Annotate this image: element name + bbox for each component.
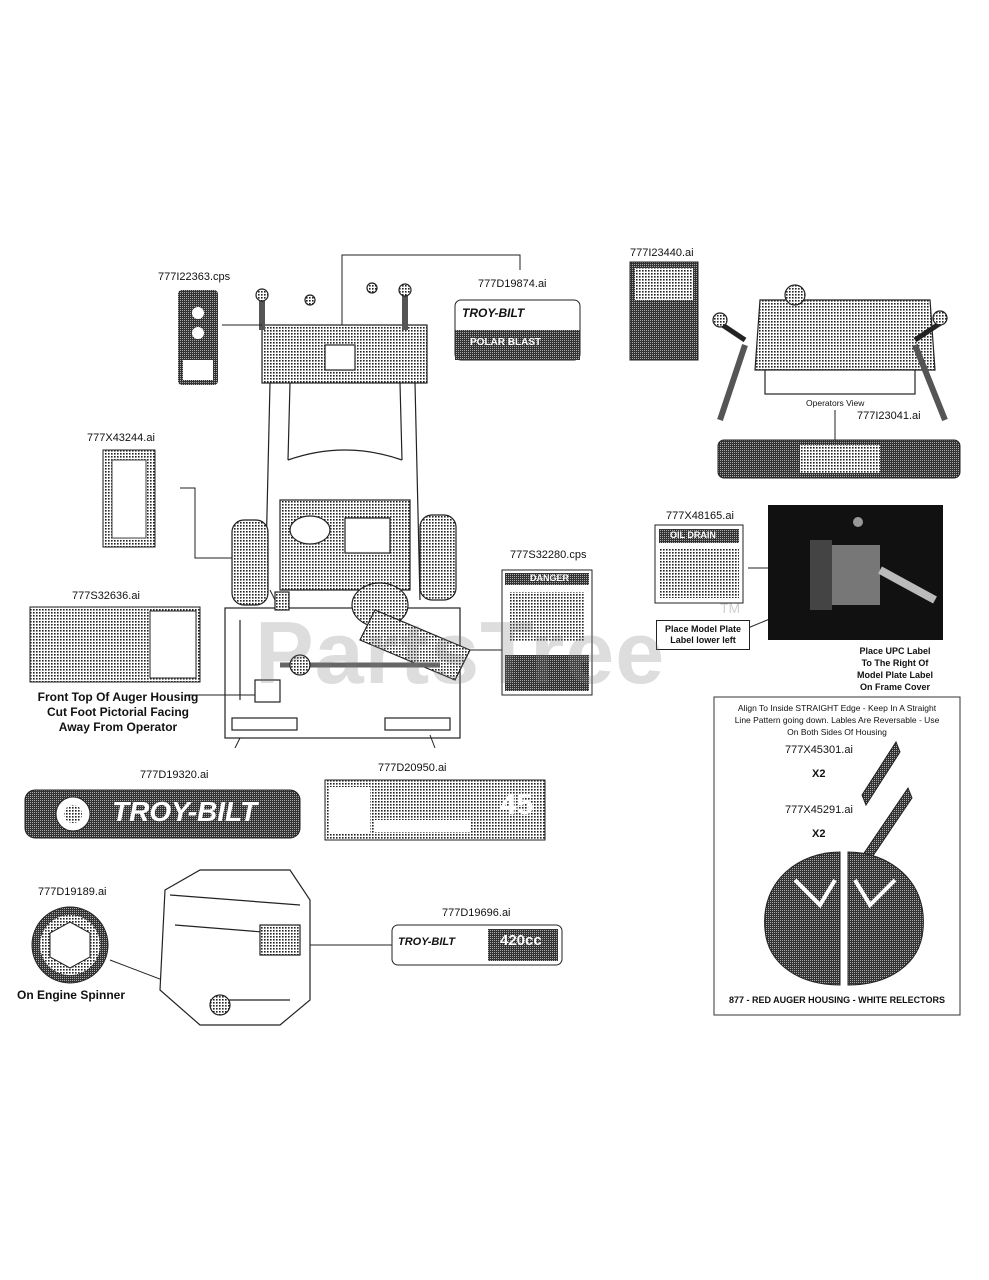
decal-777D20950 [324,779,546,841]
decal-777D19189 [31,906,109,984]
model-plate-line-1: Place Model Plate [664,624,742,634]
auger-note-line-1: Front Top Of Auger Housing [37,690,199,704]
engine-brand-text: TROY-BILT [398,936,456,948]
model-plate-note: Place Model Plate Label lower left [656,620,750,650]
danger-text: DANGER [530,573,570,583]
upc-note: Place UPC Label To The Right Of Model Pl… [840,645,950,693]
upc-line-1: Place UPC Label [859,646,931,656]
oil-drain-photo [768,505,943,640]
upc-line-4: On Frame Cover [859,682,931,692]
watermark: PartsTree [255,603,666,702]
decal-777S32636 [29,606,201,683]
part-label-777I23041: 777I23041.ai [857,410,921,422]
part-label-777I23440: 777I23440.ai [630,247,694,259]
trademark-mark: TM [720,600,741,616]
decal-777S32280 [501,569,593,696]
operators-view-label: Operators View [806,398,865,408]
decal-777D19320 [24,789,301,839]
part-label-777D19696: 777D19696.ai [442,907,511,919]
model-plate-line-2: Label lower left [670,635,736,645]
decal-777X43244 [102,449,156,548]
engine-spinner-note: On Engine Spinner [16,988,125,1002]
polar-brand-text: TROY-BILT [462,306,525,320]
part-label-777X48165: 777X48165.ai [666,510,734,522]
auger-note-line-3: Away From Operator [58,720,178,734]
cc-420-text: 420cc [500,932,542,949]
part-label-777D20950: 777D20950.ai [378,762,447,774]
align-line-2: Line Pattern going down. Lables Are Reve… [734,715,940,725]
align-line-1: Align To Inside STRAIGHT Edge - Keep In … [737,703,937,713]
upc-line-2: To The Right Of [861,658,929,668]
part-label-777I22363: 777I22363.cps [158,271,231,283]
part-label-777X45301: 777X45301.ai [785,744,853,756]
decal-777I22363 [178,290,218,385]
part-label-777X43244: 777X43244.ai [87,432,155,444]
part-label-777D19320: 777D19320.ai [140,769,209,781]
reflector-strip-777X45301 [861,740,901,807]
red-auger-note: 877 - RED AUGER HOUSING - WHITE RELECTOR… [728,995,946,1005]
decal-777I23041 [717,439,961,479]
reflector-instructions-box [713,696,961,1016]
part-label-777S32280: 777S32280.cps [510,549,587,561]
auger-note-line-2: Cut Foot Pictorial Facing [46,705,189,719]
part-label-777D19874: 777D19874.ai [478,278,547,290]
decal-777X48165 [654,524,744,604]
operators-view-illustration [712,284,948,422]
align-line-3: On Both Sides Of Housing [787,727,887,737]
auger-housing-shape [764,851,924,986]
decal-777I23440 [629,261,699,361]
decal-777D19696 [391,924,563,966]
part-label-777S32636: 777S32636.ai [72,590,140,602]
part-label-777X45291: 777X45291.ai [785,804,853,816]
snowblower-top-view [224,282,471,739]
qty-777X45291: X2 [812,828,826,840]
decal-777D19874 [454,299,581,361]
oil-drain-text: OIL DRAIN [670,530,716,540]
engine-illustration [159,869,311,1026]
number-45-text: 45 [500,788,534,821]
polar-blast-text: POLAR BLAST [470,337,542,348]
align-note: Align To Inside STRAIGHT Edge - Keep In … [718,702,956,738]
auger-note: Front Top Of Auger Housing Cut Foot Pict… [18,690,218,735]
troy-bilt-logo-text: TROY-BILT [112,796,258,827]
qty-777X45301: X2 [812,768,826,780]
part-label-777D19189: 777D19189.ai [38,886,107,898]
upc-line-3: Model Plate Label [856,670,934,680]
